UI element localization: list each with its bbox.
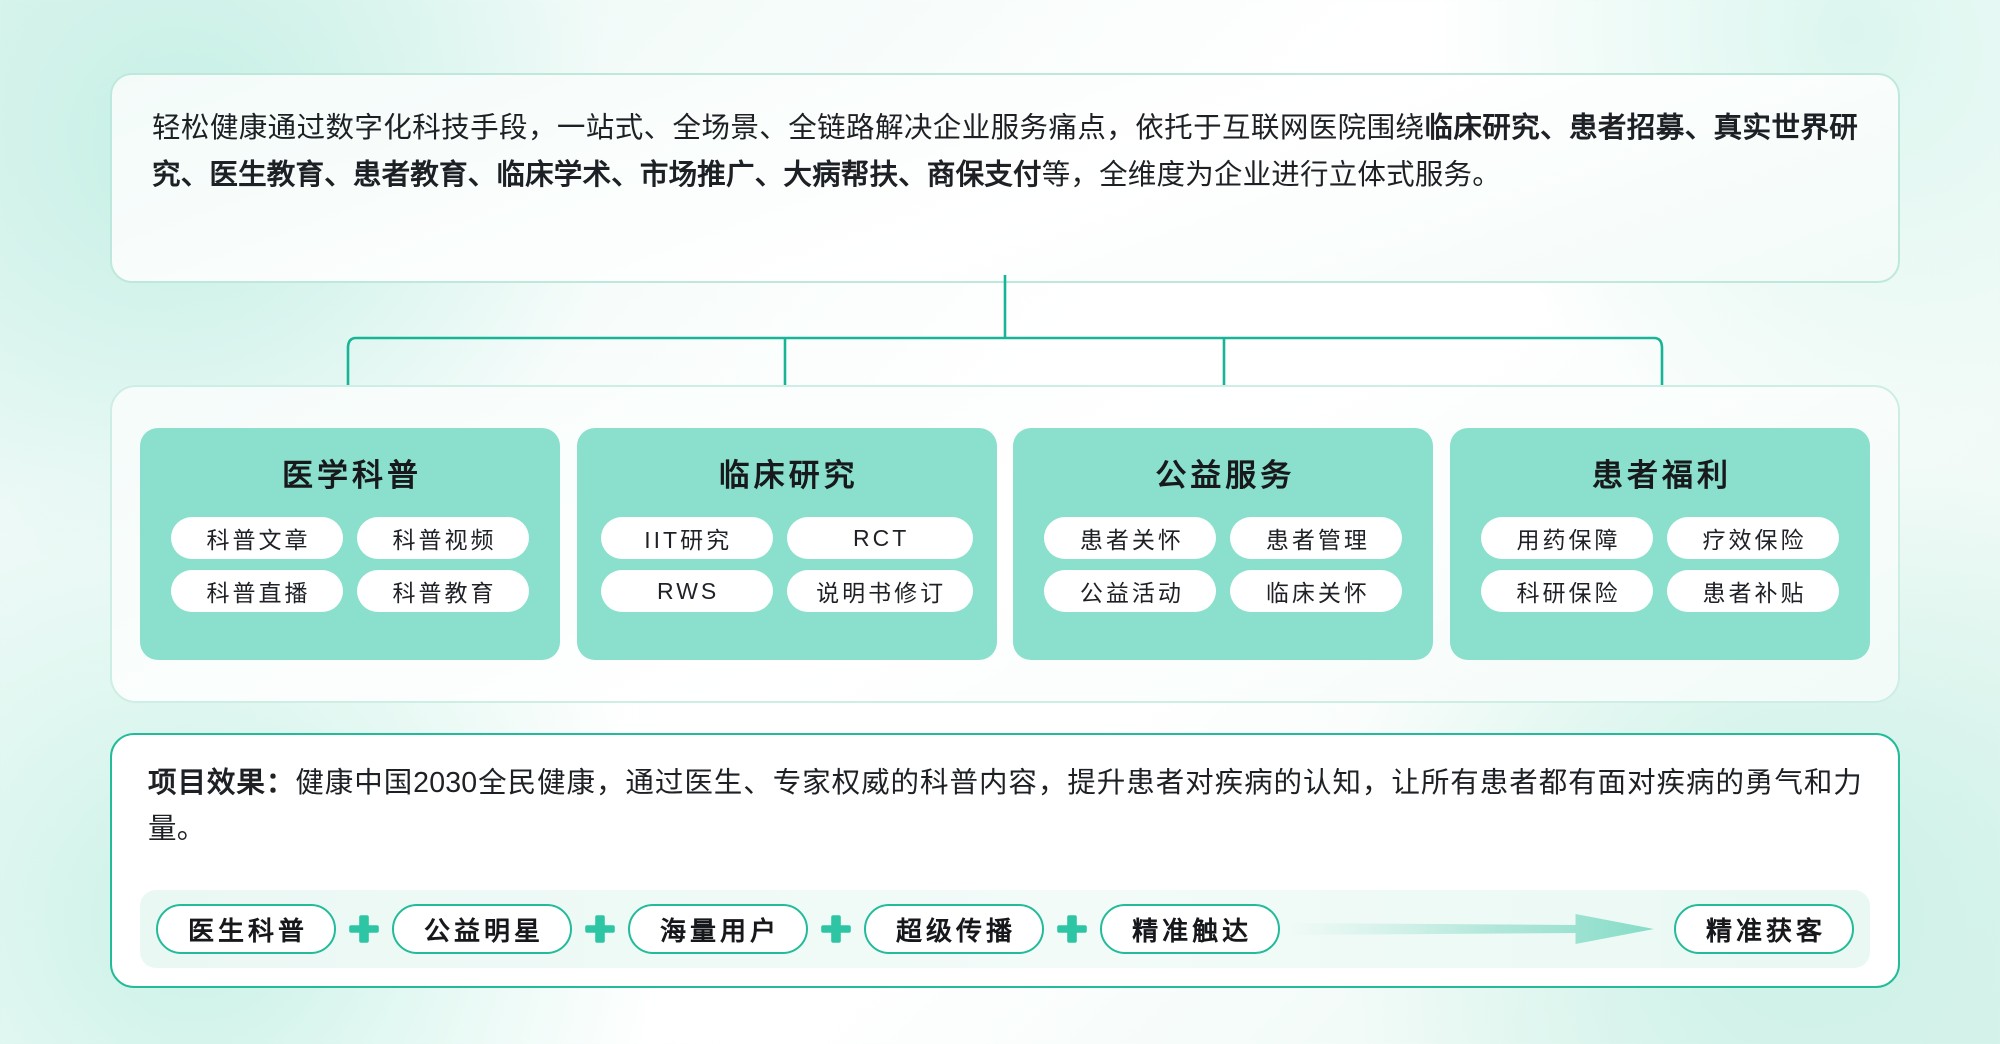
- service-card-clinical-research[interactable]: 临床研究 IIT研究 RCT RWS 说明书修订: [576, 428, 997, 660]
- plus-icon: [1057, 915, 1087, 943]
- card-title: 公益服务: [1155, 458, 1296, 493]
- project-effect-paragraph: 项目效果：健康中国2030全民健康，通过医生、专家权威的科普内容，提升患者对疾病…: [148, 761, 1862, 852]
- service-cards-container: 医学科普 科普文章 科普视频 科普直播 科普教育 临床研究 IIT研究 RCT …: [110, 385, 1900, 703]
- card-tag[interactable]: 用药保障: [1480, 517, 1653, 559]
- intro-paragraph: 轻松健康通过数字化科技手段，一站式、全场景、全链路解决企业服务痛点，依托于互联网…: [152, 105, 1858, 200]
- chain-result[interactable]: 精准获客: [1673, 904, 1854, 954]
- project-effect-body: 健康中国2030全民健康，通过医生、专家权威的科普内容，提升患者对疾病的认知，让…: [148, 767, 1862, 845]
- intro-segment-plain-1: 轻松健康通过数字化科技手段，一站式、全场景、全链路解决企业服务痛点，依托于互联网…: [152, 112, 1425, 144]
- card-title: 患者福利: [1591, 458, 1732, 493]
- card-tag-grid: 科普文章 科普视频 科普直播 科普教育: [171, 517, 529, 612]
- card-tag[interactable]: 科普直播: [171, 570, 343, 612]
- plus-icon: [349, 915, 379, 943]
- card-title: 医学科普: [282, 458, 422, 493]
- chain-step[interactable]: 超级传播: [864, 904, 1045, 954]
- chain-step[interactable]: 精准触达: [1100, 904, 1281, 954]
- card-tag[interactable]: 患者关怀: [1044, 517, 1217, 559]
- conversion-chain: 医生科普 公益明星 海量用户 超级传播 精准触达: [140, 890, 1870, 968]
- service-card-patient-benefits[interactable]: 患者福利 用药保障 疗效保险 科研保险 患者补贴: [1449, 428, 1870, 660]
- card-tag[interactable]: 患者管理: [1230, 517, 1403, 559]
- card-tag[interactable]: 说明书修订: [786, 570, 973, 612]
- intro-segment-plain-2: 等，全维度为企业进行立体式服务。: [1041, 159, 1501, 192]
- card-tag[interactable]: 科普教育: [357, 570, 529, 612]
- card-tag[interactable]: 疗效保险: [1666, 517, 1839, 559]
- card-tag[interactable]: 科普文章: [171, 517, 343, 559]
- card-tag[interactable]: RWS: [600, 570, 773, 612]
- project-effect-panel: 项目效果：健康中国2030全民健康，通过医生、专家权威的科普内容，提升患者对疾病…: [110, 733, 1900, 988]
- card-tag[interactable]: 科普视频: [357, 517, 529, 559]
- chain-step[interactable]: 医生科普: [156, 904, 337, 954]
- chain-step[interactable]: 公益明星: [392, 904, 573, 954]
- intro-panel: 轻松健康通过数字化科技手段，一站式、全场景、全链路解决企业服务痛点，依托于互联网…: [110, 73, 1900, 283]
- plus-icon: [821, 915, 851, 943]
- service-card-public-welfare[interactable]: 公益服务 患者关怀 患者管理 公益活动 临床关怀: [1013, 428, 1434, 660]
- service-card-medical-science[interactable]: 医学科普 科普文章 科普视频 科普直播 科普教育: [140, 428, 560, 660]
- card-tag[interactable]: 患者补贴: [1666, 570, 1839, 612]
- card-tag-grid: IIT研究 RCT RWS 说明书修订: [600, 517, 973, 612]
- card-tag-grid: 患者关怀 患者管理 公益活动 临床关怀: [1044, 517, 1403, 612]
- chain-step[interactable]: 海量用户: [628, 904, 809, 954]
- card-title: 临床研究: [718, 458, 859, 493]
- card-tag[interactable]: 临床关怀: [1230, 570, 1403, 612]
- project-effect-label: 项目效果：: [148, 767, 296, 799]
- card-tag[interactable]: RCT: [786, 517, 973, 559]
- card-tag[interactable]: 公益活动: [1044, 570, 1217, 612]
- card-tag[interactable]: IIT研究: [600, 517, 773, 559]
- card-tag[interactable]: 科研保险: [1480, 570, 1653, 612]
- arrow-right-icon: [1290, 914, 1654, 944]
- plus-icon: [585, 915, 615, 943]
- card-tag-grid: 用药保障 疗效保险 科研保险 患者补贴: [1480, 517, 1839, 612]
- intro-segment-bold: 临床研究、患者招募、真实世界研究、医生教育、患者教育、临床学术、市场推广、大病帮…: [152, 112, 1858, 192]
